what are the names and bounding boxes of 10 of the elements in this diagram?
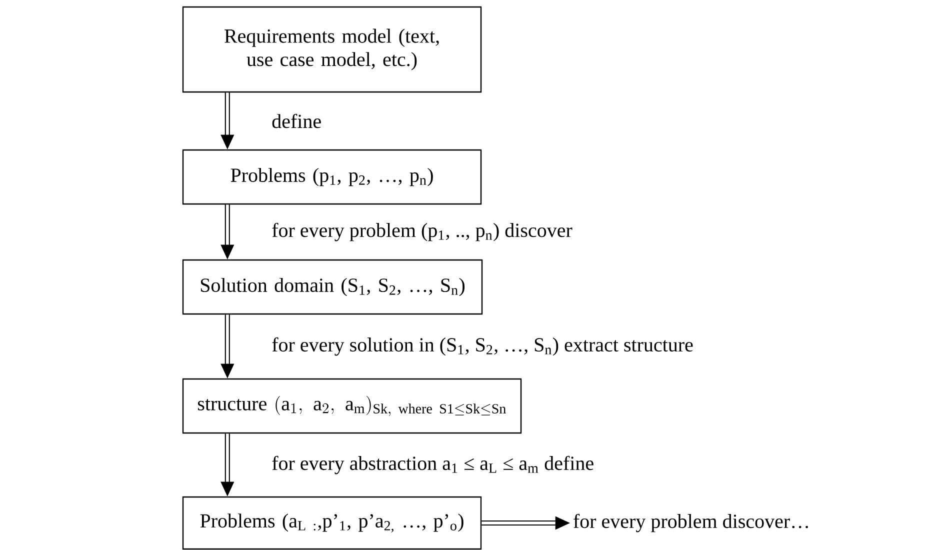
process-box: Problems (a$_{L :}$,p’$_{1}$, p’a$_{2,}$ …, p’$_{o}$): [182, 496, 482, 550]
process-box: Solution domain (S$_{1}$, S$_{2}$, …, S$_{n}$): [182, 259, 483, 315]
edge-label: for every solution in (S$_{1}$, S$_{2}$, …, S$_{n}$) extract structure: [272, 337, 693, 356]
process-box: Problems (p$_{1}$, p$_{2}$, …, p$_{n}$): [182, 149, 482, 205]
process-box: Requirements model (text, use case model, etc.): [182, 6, 482, 93]
edge-label: define: [272, 114, 321, 128]
edge-label: for every problem (p$_{1}$, .., p$_{n}$) discover: [272, 222, 572, 242]
flow-text: for every problem discover…: [574, 514, 808, 532]
process-box: $\mathrm{structure}\ (\mathrm{a}_{1},\ \mathrm{a}_{2},\ \mathrm{a}_{\mathrm{m}})_{\mathrm{Sk,\ where\ S1} \le \mathrm{Sk} \le \mathrm{Sn}}$: [182, 378, 522, 434]
edge-label: for every abstraction a$_{1}$ ≤ a$_{L}$ ≤ a$_{m}$ define: [272, 456, 594, 474]
